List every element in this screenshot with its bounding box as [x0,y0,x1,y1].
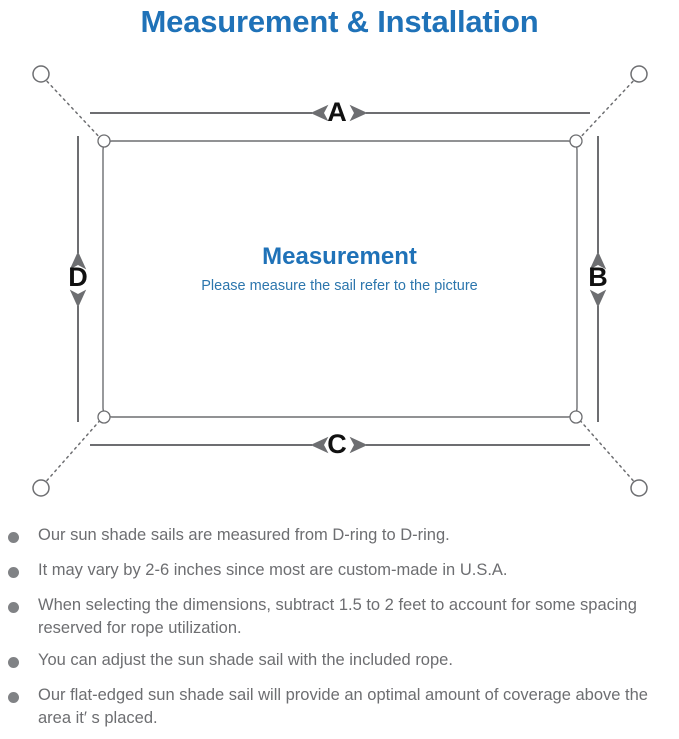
list-item: Our sun shade sails are measured from D-… [0,524,679,550]
dimension-label-d: D [68,262,88,292]
sail-outline [102,140,578,418]
rope-line-top-left [42,76,104,142]
list-item-text: Our sun shade sails are measured from D-… [38,526,450,544]
list-item: Our flat-edged sun shade sail will provi… [0,684,679,730]
notes-list: Our sun shade sails are measured from D-… [0,524,679,739]
list-item-text: Our flat-edged sun shade sail will provi… [38,686,648,727]
bullet-icon [8,602,19,613]
list-item-text: When selecting the dimensions, subtract … [38,596,637,637]
rope-line-top-right [576,76,638,142]
list-item-text: It may vary by 2-6 inches since most are… [38,561,508,579]
dimension-label-a: A [327,97,347,127]
rope-line-bottom-right [576,416,638,486]
measurement-diagram [0,48,679,518]
bullet-icon [8,567,19,578]
rope-line-bottom-left [42,416,104,486]
bullet-icon [8,532,19,543]
d-ring-top-left [97,134,111,148]
anchor-point-top-right [630,65,648,83]
d-ring-top-right [569,134,583,148]
dimension-label-b: B [588,262,608,292]
anchor-point-bottom-left [32,479,50,497]
list-item: It may vary by 2-6 inches since most are… [0,559,679,585]
bullet-icon [8,657,19,668]
page-title: Measurement & Installation [140,4,539,39]
d-ring-bottom-left [97,410,111,424]
dimension-label-c: C [327,429,347,459]
d-ring-bottom-right [569,410,583,424]
list-item: You can adjust the sun shade sail with t… [0,649,679,675]
bullet-icon [8,692,19,703]
list-item-text: You can adjust the sun shade sail with t… [38,651,453,669]
anchor-point-top-left [32,65,50,83]
anchor-point-bottom-right [630,479,648,497]
list-item: When selecting the dimensions, subtract … [0,594,679,640]
